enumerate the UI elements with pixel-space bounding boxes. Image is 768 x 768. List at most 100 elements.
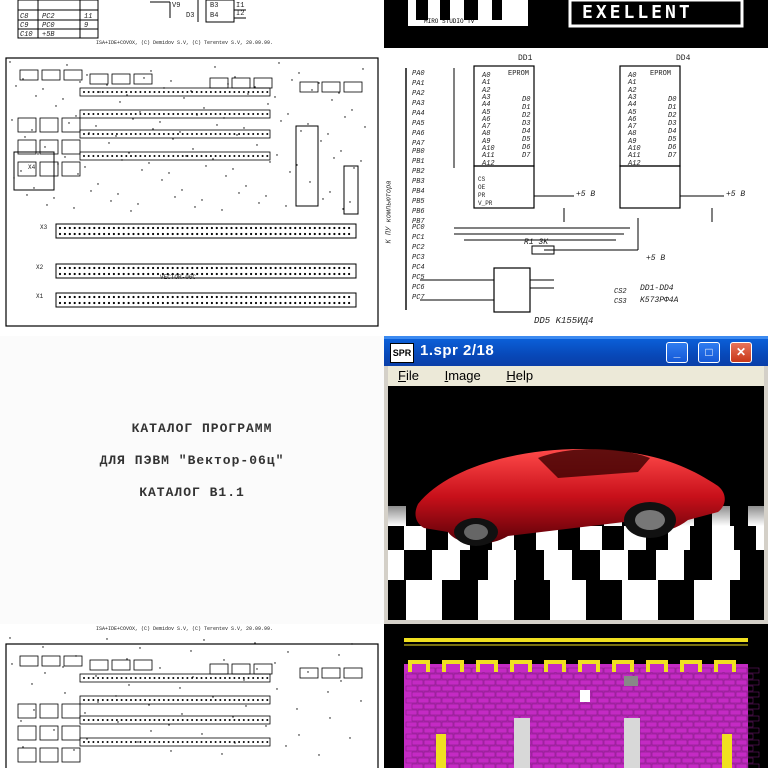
- connector-label: X2: [36, 264, 44, 271]
- chip-label: I1: [236, 2, 245, 10]
- minimize-button[interactable]: _: [666, 342, 688, 363]
- doc-line: ДЛЯ ПЭВМ "Вектор-06ц": [99, 453, 285, 468]
- table-cell: 11: [84, 13, 93, 21]
- control-pin: V_PR: [478, 200, 493, 207]
- schematic-tile: DD1 DD4 EPROM EPROM DD5 K155ИД4 DD1-DD4 …: [384, 48, 768, 336]
- car-picture: [388, 386, 764, 620]
- game-screen-drawing: [404, 638, 760, 768]
- data-pin-label: D4: [522, 128, 531, 136]
- address-pin-label: A1: [628, 79, 637, 88]
- doc-line: КАТАЛОГ ПРОГРАММ: [131, 421, 273, 436]
- menu-help[interactable]: Help: [506, 368, 534, 383]
- address-pin-label: A4: [482, 101, 491, 110]
- menu-image[interactable]: Image: [444, 368, 481, 383]
- app-icon: SPR: [390, 343, 414, 363]
- port-pin-label: PB5: [412, 198, 425, 206]
- banner-text: EXELLENT: [582, 2, 693, 23]
- port-pin-label: PC2: [412, 244, 425, 252]
- power-label: +5 B: [576, 190, 596, 199]
- data-pin-label: D1: [522, 104, 531, 112]
- address-pin-label: A12: [482, 159, 495, 168]
- address-pin-label: A5: [482, 108, 491, 117]
- pcb-drawing: [5, 57, 379, 327]
- chip-label: DD4: [676, 54, 691, 63]
- pcb-caption: ISA+IDE+COVOX, (C) Demidov S.V, (C) Tere…: [96, 40, 274, 46]
- rom-note: DD1-DD4: [640, 284, 674, 293]
- car-windshield: [538, 449, 650, 478]
- port-pin-label: PB3: [412, 178, 425, 186]
- port-pin-label: PC3: [412, 254, 425, 262]
- close-button[interactable]: ✕: [730, 342, 752, 363]
- table-cell: C9: [20, 22, 29, 30]
- table-fragment-tile: C8 PC2 11 C9 PC0 9 C10 +5B D3 B3 B4 I1 I…: [0, 0, 384, 48]
- port-pin-label: PA3: [412, 100, 425, 108]
- chip-label: B3: [210, 2, 219, 10]
- data-pin-label: D3: [668, 120, 677, 128]
- data-pin-label: D5: [668, 136, 677, 144]
- data-pin-label: D7: [668, 152, 677, 160]
- address-pin-label: A8: [628, 130, 637, 139]
- port-pin-label: PA0: [412, 70, 425, 78]
- port-pin-label: PB0: [412, 148, 425, 156]
- address-pin-label: A2: [628, 86, 637, 95]
- catalog-document-tile: КАТАЛОГ ПРОГРАММ ДЛЯ ПЭВМ "Вектор-06ц" К…: [0, 336, 384, 624]
- address-pin-label: A6: [628, 115, 637, 124]
- menu-file[interactable]: File: [398, 368, 419, 383]
- address-pin-label: A9: [482, 137, 491, 146]
- port-pin-label: PC1: [412, 234, 425, 242]
- power-label: +5 B: [726, 190, 746, 199]
- address-pin-label: A0: [628, 72, 637, 80]
- chip-label: B4: [210, 12, 219, 20]
- chip-type: EPROM: [650, 70, 672, 78]
- image-viewer-window: SPR 1.spr 2/18 _ □ ✕ File Image Help: [384, 336, 768, 624]
- cs-output: CS3: [614, 298, 627, 306]
- port-pin-label: PB4: [412, 188, 425, 196]
- image-canvas: [388, 386, 764, 620]
- data-pin-label: D0: [522, 96, 531, 104]
- schematic-drawing: [405, 65, 724, 313]
- address-pin-label: A7: [628, 123, 637, 132]
- data-pin-label: D6: [522, 144, 531, 152]
- table-cell: C10: [20, 31, 33, 39]
- address-pin-label: A5: [628, 108, 637, 117]
- chip-type: EPROM: [508, 70, 530, 78]
- data-pin-label: D2: [522, 112, 531, 120]
- port-pin-label: PA6: [412, 130, 425, 138]
- port-pin-label: PC7: [412, 294, 425, 302]
- port-pin-label: PC0: [412, 224, 425, 232]
- address-pin-label: A3: [628, 93, 637, 102]
- data-pin-label: D3: [522, 120, 531, 128]
- chip-label: I2: [236, 10, 245, 18]
- port-pin-label: PA4: [412, 110, 425, 118]
- address-pin-label: A11: [628, 152, 641, 161]
- pcb-layout-tile: VECTOR-06C X3 X2 X1 X4: [0, 48, 384, 336]
- title-bar[interactable]: SPR 1.spr 2/18 _ □ ✕: [384, 336, 768, 366]
- address-pin-label: A1: [482, 79, 491, 88]
- address-pin-label: A3: [482, 93, 491, 102]
- connector-label: X1: [36, 293, 44, 300]
- control-pin: OE: [478, 184, 486, 191]
- address-pin-label: A9: [628, 137, 637, 146]
- resistor-label: R1 3K: [524, 238, 549, 247]
- address-pin-label: A7: [482, 123, 491, 132]
- window-title: 1.spr 2/18: [420, 342, 495, 359]
- enemy-sprite: [624, 676, 638, 686]
- ladder: [624, 718, 640, 768]
- vertical-label: К ПУ компьютора: [385, 180, 394, 244]
- pcb-caption: ISA+IDE+COVOX, (C) Demidov S.V, (C) Tere…: [96, 626, 274, 632]
- maximize-button[interactable]: □: [698, 342, 720, 363]
- address-pin-label: A10: [482, 145, 495, 153]
- port-pin-label: PA7: [412, 140, 425, 148]
- chip-label: V9: [172, 2, 181, 10]
- port-pin-label: PC6: [412, 284, 425, 292]
- port-pin-label: PA1: [412, 80, 425, 88]
- address-pin-label: A6: [482, 115, 491, 124]
- table-cell: +5B: [42, 31, 55, 39]
- port-pin-label: PC5: [412, 274, 425, 282]
- table-cell: PC0: [42, 22, 55, 30]
- doc-line: КАТАЛОГ В1.1: [139, 485, 245, 500]
- port-pin-label: PB7: [412, 218, 425, 226]
- address-pin-label: A11: [482, 152, 495, 161]
- pcb-drawing-repeat: [5, 637, 379, 768]
- address-pin-label: A10: [628, 145, 641, 153]
